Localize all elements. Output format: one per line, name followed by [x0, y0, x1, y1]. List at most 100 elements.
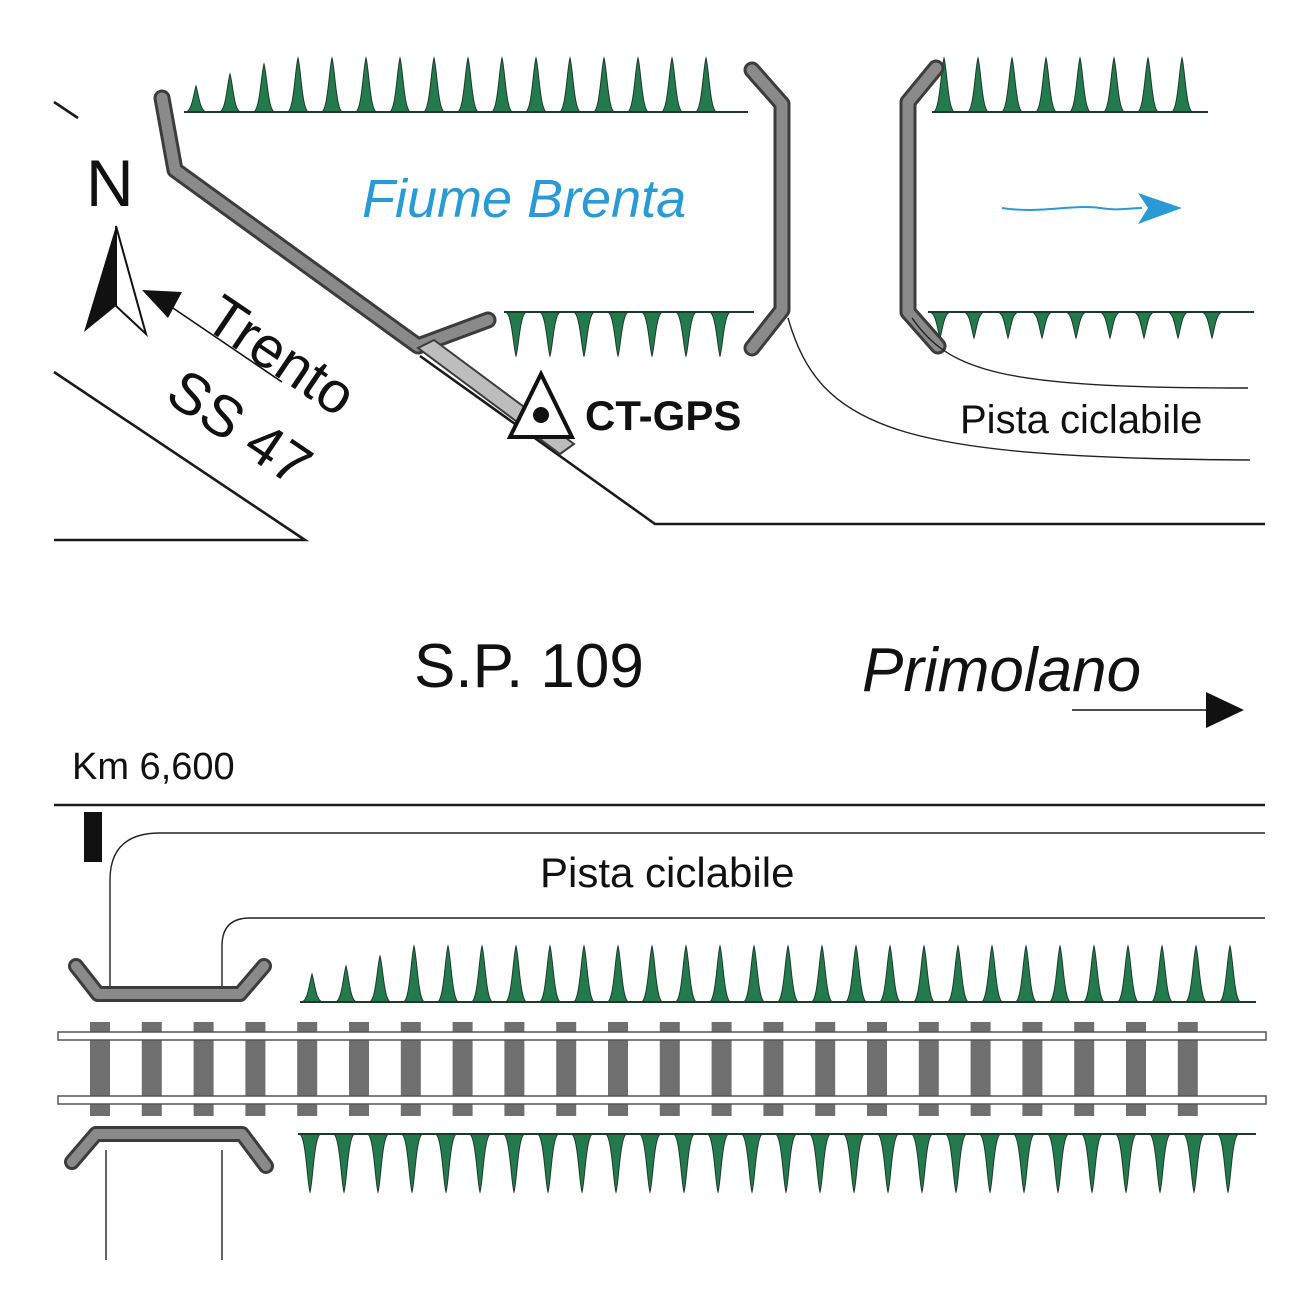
tree-icon — [368, 954, 392, 1003]
tree-icon — [910, 1133, 934, 1194]
tree-icon — [468, 1133, 492, 1194]
north-arrow-icon — [84, 225, 148, 338]
tree-icon — [674, 944, 698, 1003]
tree-icon — [742, 944, 766, 1003]
tree-icon — [570, 1133, 594, 1194]
rail-tie — [556, 1022, 577, 1116]
tree-icon — [878, 944, 902, 1003]
triangle-station-icon — [506, 369, 576, 439]
tree-icon — [672, 1133, 696, 1194]
tree-icon — [844, 944, 868, 1003]
tree-icon — [538, 944, 562, 1003]
tree-icon — [1014, 944, 1038, 1003]
rail-tie — [867, 1022, 887, 1116]
rail-tie — [90, 1022, 110, 1116]
tree-icon — [354, 56, 378, 113]
tree-icon — [1030, 311, 1054, 340]
river-label: Fiume Brenta — [362, 169, 687, 229]
rail-tie — [970, 1022, 991, 1116]
tree-icon — [946, 944, 970, 1003]
railway-track — [57, 1022, 1267, 1116]
tree-icon — [640, 944, 664, 1003]
tree-icon — [706, 1133, 730, 1194]
tree-icon — [1082, 944, 1106, 1003]
rail-tie — [349, 1022, 369, 1116]
tree-icon — [1064, 311, 1088, 340]
station-label: CT-GPS — [585, 392, 742, 439]
tree-icon — [470, 944, 494, 1003]
tree-icon — [740, 1133, 764, 1194]
tree-icon — [1046, 1133, 1070, 1194]
tree-icon — [1116, 944, 1140, 1003]
tree-icon — [1102, 56, 1126, 113]
tree-icon — [1136, 56, 1160, 113]
tree-icon — [524, 56, 548, 113]
tree-icon — [944, 1133, 968, 1194]
rail-tie — [1177, 1022, 1198, 1116]
rail-tie — [1022, 1022, 1043, 1116]
tree-icon — [366, 1133, 390, 1194]
tree-icon — [332, 1133, 356, 1194]
bike-path-bottom — [105, 832, 1265, 1260]
rail-tie — [400, 1022, 421, 1116]
railway-vegetation-south — [298, 1133, 1256, 1194]
tree-icon — [1048, 944, 1072, 1003]
tree-icon — [876, 1133, 900, 1194]
riverbank-vegetation-bottom-right — [928, 311, 1254, 340]
tree-icon — [980, 944, 1004, 1003]
trento-direction-arrow — [142, 290, 283, 383]
bike-path-top — [787, 317, 1251, 461]
tree-icon — [1150, 944, 1174, 1003]
tree-icon — [978, 1133, 1002, 1194]
rail-tie — [193, 1022, 214, 1116]
rail-tie — [608, 1022, 628, 1116]
km-post-icon — [84, 812, 102, 862]
rail-tie — [918, 1022, 939, 1116]
tree-icon — [1080, 1133, 1104, 1194]
tree-icon — [660, 56, 684, 113]
tree-icon — [638, 1133, 662, 1194]
primolano-direction-arrow — [1072, 692, 1244, 728]
river-flow-arrow — [1001, 193, 1182, 224]
tree-icon — [774, 1133, 798, 1194]
tree-icon — [776, 944, 800, 1003]
railway-vegetation-north — [300, 944, 1256, 1003]
tree-icon — [1114, 1133, 1138, 1194]
tree-icon — [1012, 1133, 1036, 1194]
rail-tie — [1126, 1022, 1146, 1116]
rail-tie — [141, 1022, 162, 1116]
tree-icon — [996, 311, 1020, 340]
tree-icon — [1200, 311, 1224, 340]
riverbank-vegetation-top-right — [932, 56, 1208, 113]
tree-icon — [572, 944, 596, 1003]
tree-icon — [592, 56, 616, 113]
river-embankments — [153, 59, 947, 357]
tree-icon — [504, 311, 528, 358]
tree-icon — [1184, 944, 1208, 1003]
tree-icon — [1216, 1133, 1240, 1194]
tree-icon — [502, 1133, 526, 1194]
tree-icon — [674, 311, 698, 358]
tree-icon — [694, 56, 718, 113]
destination-label: Primolano — [862, 636, 1142, 705]
tree-icon — [1132, 311, 1156, 340]
rail-tie — [245, 1022, 266, 1116]
tree-icon — [504, 944, 528, 1003]
tree-icon — [300, 972, 324, 1003]
km-marker-label: Km 6,600 — [72, 746, 235, 788]
tree-icon — [218, 72, 242, 113]
rail-tie — [815, 1022, 836, 1116]
railway-bridge — [64, 958, 274, 1174]
tree-icon — [400, 1133, 424, 1194]
tree-icon — [966, 56, 990, 113]
tree-icon — [708, 311, 732, 358]
tree-icon — [808, 1133, 832, 1194]
tree-icon — [604, 1133, 628, 1194]
tree-icon — [1068, 56, 1092, 113]
tree-icon — [606, 311, 630, 358]
tree-icon — [810, 944, 834, 1003]
tree-icon — [252, 62, 276, 113]
tree-icon — [298, 1133, 322, 1194]
rail-tie — [504, 1022, 525, 1116]
